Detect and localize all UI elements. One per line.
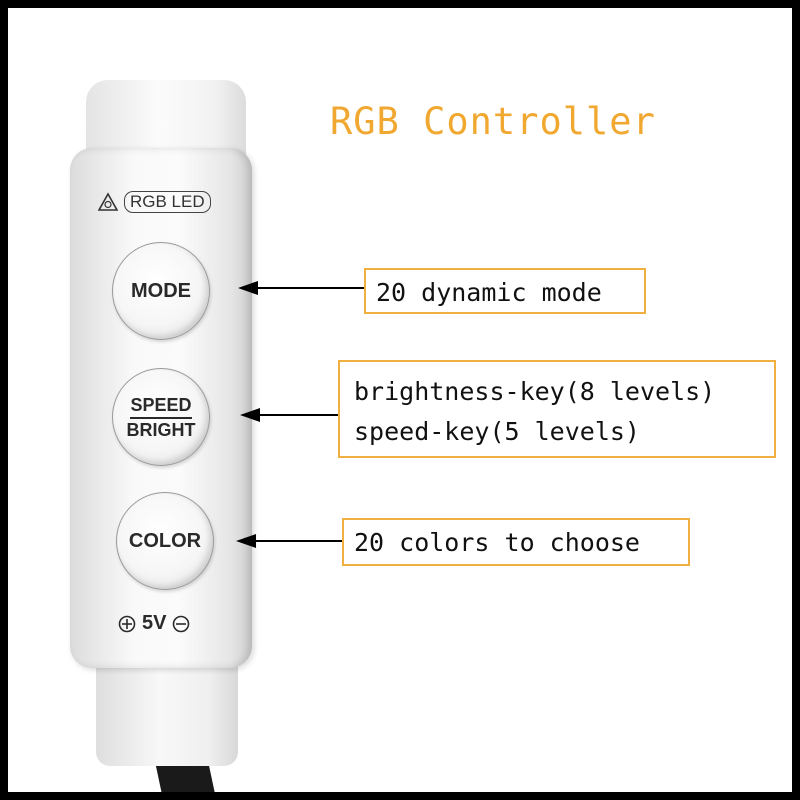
image-frame: RGB Controller RGB LED MODE SPEED BRIGHT… xyxy=(8,8,792,792)
mode-button[interactable]: MODE xyxy=(112,242,210,340)
speed-bright-button[interactable]: SPEED BRIGHT xyxy=(112,368,210,466)
bright-label: BRIGHT xyxy=(126,419,196,440)
color-annotation: 20 colors to choose xyxy=(342,518,690,566)
brightness-annotation-line: brightness-key(8 levels) xyxy=(354,377,716,406)
controller-lower-neck xyxy=(96,656,238,766)
rgb-led-badge: RGB LED xyxy=(124,191,211,213)
plus-circle-icon xyxy=(118,615,136,632)
speed-brightness-annotation: brightness-key(8 levels) speed-key(5 lev… xyxy=(338,360,776,458)
page-title: RGB Controller xyxy=(330,100,656,143)
color-button-label: COLOR xyxy=(128,529,202,552)
speed-annotation-line: speed-key(5 levels) xyxy=(354,417,640,446)
controller-upper-neck xyxy=(86,80,246,160)
arrow-color-icon xyxy=(236,534,342,548)
color-button[interactable]: COLOR xyxy=(116,492,214,590)
warning-icon xyxy=(98,192,118,211)
mode-annotation: 20 dynamic mode xyxy=(364,268,646,314)
speed-label: SPEED xyxy=(130,394,192,419)
power-rating-row: 5V xyxy=(118,612,190,635)
arrow-mode-icon xyxy=(238,281,366,295)
mode-button-label: MODE xyxy=(131,279,191,302)
rgb-led-badge-row: RGB LED xyxy=(98,191,211,213)
minus-circle-icon xyxy=(173,615,190,632)
arrow-speed-icon xyxy=(240,408,338,422)
voltage-label: 5V xyxy=(142,612,167,634)
